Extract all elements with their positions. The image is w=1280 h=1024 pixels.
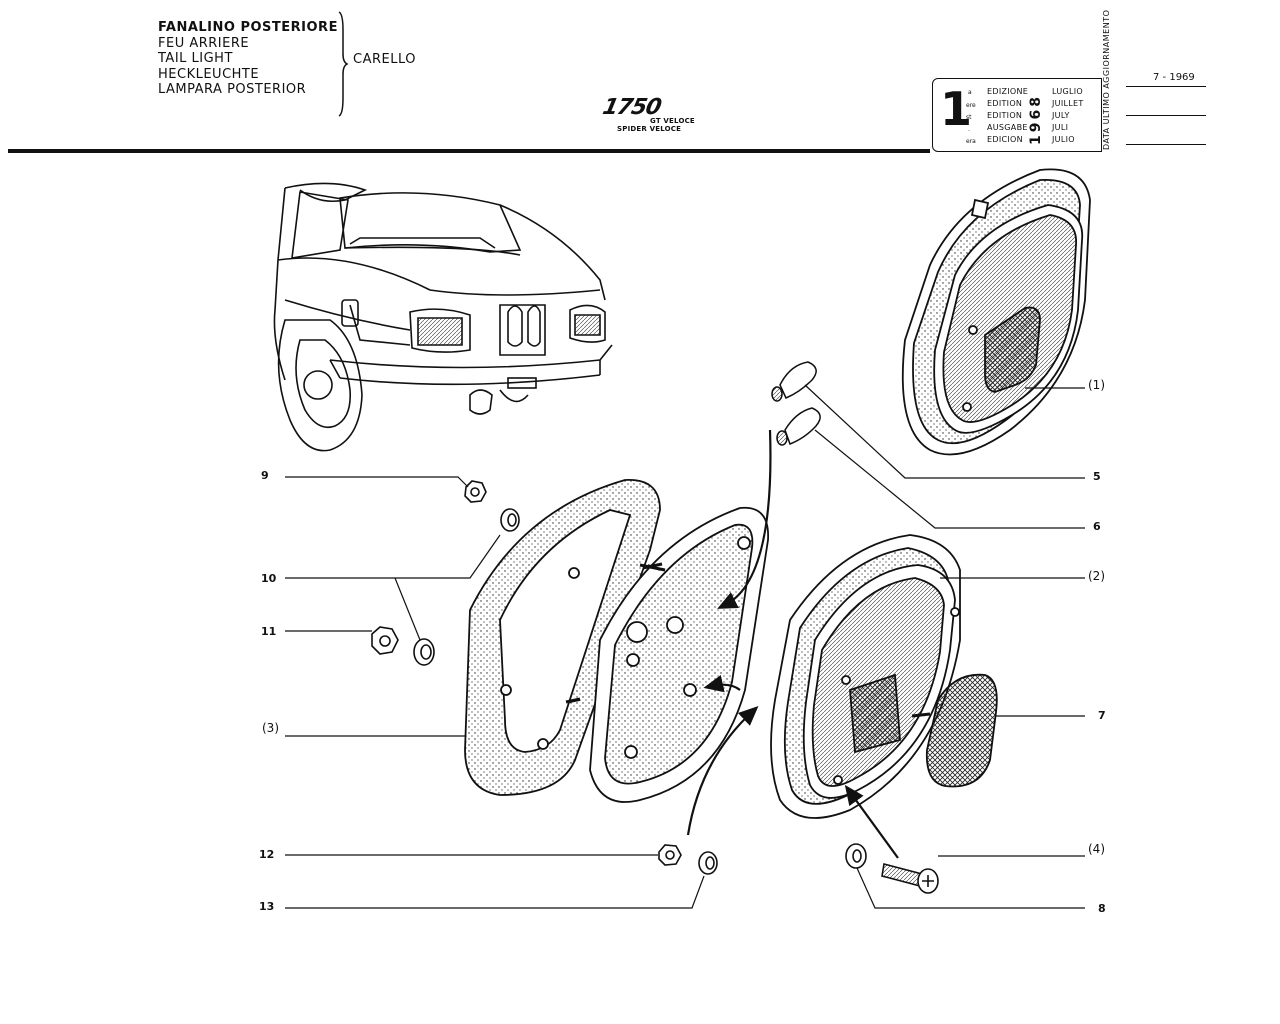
ordinal-3: st: [966, 114, 972, 121]
nut-11: [371, 626, 399, 655]
leader-lines: [285, 384, 1085, 909]
ordinal-5: era: [966, 138, 976, 145]
ordinal-2: ere: [966, 102, 976, 109]
title-spanish: LAMPARA POSTERIOR: [158, 82, 307, 97]
screw-4: [881, 863, 939, 894]
washer-10-top: [500, 508, 520, 532]
title-german: HECKLEUCHTE: [158, 66, 260, 82]
edition-months: LUGLIO JUILLET JULY JULI JULIO: [1052, 86, 1084, 146]
edition-box: [932, 78, 1102, 152]
callout-12: 12: [259, 848, 275, 861]
hardware: [371, 480, 939, 894]
nut-12: [658, 844, 682, 866]
callout-4: (4): [1088, 842, 1105, 856]
washer-8: [845, 843, 867, 869]
nut-9: [464, 480, 487, 503]
callout-9: 9: [261, 469, 269, 482]
title-french: FEU ARRIERE: [158, 35, 250, 51]
callout-6: 6: [1093, 520, 1101, 533]
edition-word-it: EDIZIONE: [987, 87, 1029, 96]
manufacturer-label: CARELLO: [353, 52, 416, 67]
update-line-3: [1126, 144, 1206, 145]
car-rear-illustration: [273, 182, 613, 452]
month-es: JULIO: [1052, 135, 1075, 144]
variant-gt: GT VELOCE: [650, 117, 695, 125]
reflector-7: [911, 673, 998, 788]
assembly-arrows: [686, 429, 899, 859]
callout-11: 11: [261, 625, 277, 638]
callout-1: (1): [1088, 378, 1105, 392]
tail-light-lens-1: [901, 168, 1091, 456]
variant-spider: SPIDER VELOCE: [617, 125, 682, 133]
month-de: JULI: [1052, 123, 1069, 132]
callout-2: (2): [1088, 569, 1105, 583]
gasket-3: [464, 479, 661, 796]
bulb-5: [771, 361, 817, 402]
month-fr: JUILLET: [1052, 99, 1084, 108]
edition-number: 1: [940, 82, 973, 136]
title-brace: [338, 11, 349, 117]
last-update-value: 7 - 1969: [1153, 72, 1195, 83]
header-rule: [8, 149, 930, 153]
edition-words: EDIZIONE EDITION EDITION AUSGABE EDICION: [987, 86, 1028, 146]
washer-13: [698, 851, 718, 875]
edition-word-de: AUSGABE: [987, 123, 1028, 132]
title-english: TAIL LIGHT: [158, 51, 233, 66]
title-block: FANALINO POSTERIORE FEU ARRIERE TAIL LIG…: [158, 20, 338, 98]
ordinal-1: a: [968, 89, 972, 96]
month-en: JULY: [1052, 111, 1070, 120]
ordinal-4: .: [968, 126, 970, 133]
callout-7: 7: [1098, 709, 1106, 722]
bulb-6: [776, 407, 821, 446]
update-line-1: [1126, 86, 1206, 87]
callout-3: (3): [262, 721, 279, 735]
callout-13: 13: [259, 900, 275, 913]
month-it: LUGLIO: [1052, 87, 1084, 96]
update-line-2: [1126, 115, 1206, 116]
callout-8: 8: [1098, 902, 1106, 915]
lamp-holder: [569, 506, 769, 803]
tail-light-lens-2: [770, 534, 961, 819]
edition-word-fr: EDITION: [987, 99, 1023, 108]
callout-10: 10: [261, 572, 277, 585]
washer-10-bottom: [413, 638, 435, 666]
title-italian: FANALINO POSTERIORE: [158, 20, 338, 35]
callout-5: 5: [1093, 470, 1101, 483]
edition-word-en: EDITION: [987, 111, 1023, 120]
edition-word-es: EDICION: [987, 135, 1023, 144]
